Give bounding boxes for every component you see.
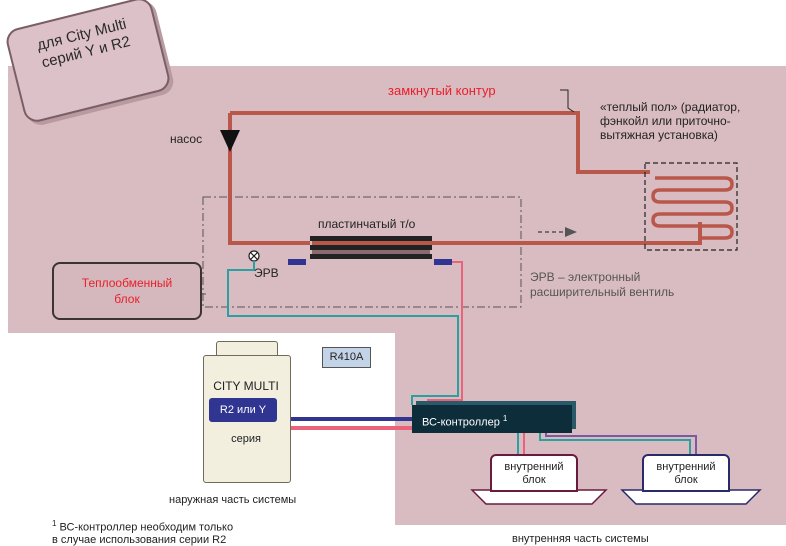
indoor-unit-1: внутренний блок	[490, 454, 578, 492]
indoor-lines	[517, 433, 697, 454]
indoor-zone	[8, 66, 786, 525]
outdoor-model-badge: R2 или Y	[209, 398, 277, 422]
footnote-line1: ВС-контроллер необходим только	[59, 521, 234, 534]
loop-label: замкнутый контур	[388, 83, 496, 98]
pump-label: насос	[170, 132, 203, 146]
bc-controller: ВС-контроллер 1	[412, 405, 572, 433]
closed-loop	[228, 111, 702, 245]
heat-exchange-unit-line1: Теплообменный	[81, 276, 173, 290]
radiator-label-line3: вытяжная установка)	[600, 128, 718, 142]
indoor-unit-2-line1: внутренний	[656, 461, 716, 473]
outdoor-series: серия	[231, 433, 261, 445]
indoor-grille-1	[470, 489, 608, 505]
plate-heat-exchanger	[310, 236, 432, 259]
plate-hx-label: пластинчатый т/о	[318, 217, 416, 231]
pump-icon	[220, 130, 240, 152]
pink-line	[427, 261, 463, 405]
indoor-unit-2: внутренний блок	[642, 454, 730, 492]
footnote-mark: 1	[52, 519, 57, 528]
indoor-unit-2-line2: блок	[674, 474, 698, 486]
footnote: 1 ВС-контроллер необходим только в случа…	[52, 518, 292, 546]
indoor-unit-1-line1: внутренний	[504, 461, 564, 473]
indoor-caption: внутренняя часть системы	[512, 533, 649, 545]
indoor-grille-2	[620, 489, 762, 505]
heat-exchange-unit-line2: блок	[114, 292, 140, 306]
erv-valve-icon	[248, 250, 260, 262]
loop-pointer	[560, 89, 575, 113]
connector-right	[434, 259, 452, 265]
erv-label: ЭРВ	[254, 266, 279, 280]
erv-note: ЭРВ – электронный расширительный вентиль	[530, 270, 674, 300]
outdoor-caption: наружная часть системы	[169, 494, 297, 506]
heat-exchange-unit: Теплообменный блок	[52, 262, 202, 320]
teal-line	[227, 261, 459, 405]
radiator-label: «теплый пол» (радиатор, фэнкойл или прит…	[600, 100, 740, 142]
heat-exchange-boundary	[202, 196, 522, 308]
radiator-coil	[651, 176, 734, 240]
radiator-box	[644, 162, 738, 251]
indoor-unit-1-line2: блок	[522, 474, 546, 486]
erv-note-line2: расширительный вентиль	[530, 285, 675, 299]
outdoor-unit-cap	[216, 341, 278, 358]
erv-note-line1: ЭРВ – электронный	[530, 270, 641, 284]
footnote-line2: в случае использования серии R2	[52, 533, 227, 546]
outdoor-brand: CITY MULTI	[213, 379, 279, 393]
radiator-label-line2: фэнкойл или приточно-	[600, 114, 731, 128]
refrigerant-badge: R410A	[322, 347, 371, 368]
connector-left	[288, 259, 306, 265]
bc-controller-footnote-mark: 1	[502, 414, 508, 423]
bc-controller-label: ВС-контроллер	[422, 416, 500, 429]
radiator-label-line1: «теплый пол» (радиатор,	[600, 100, 741, 114]
